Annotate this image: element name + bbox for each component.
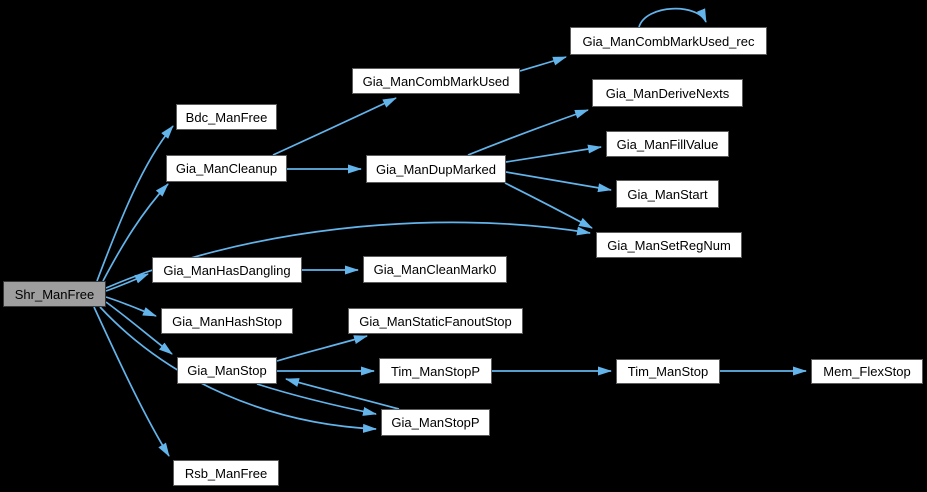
edge-shr-man-free-to-rsb-man-free — [93, 306, 170, 457]
graph-node-gia-man-stop[interactable]: Gia_ManStop — [177, 357, 277, 384]
edge-gia-man-stop-to-gia-man-static-fanout-stop — [276, 335, 368, 362]
edge-gia-man-dup-marked-to-gia-man-start — [505, 171, 612, 193]
graph-node-gia-man-dup-marked[interactable]: Gia_ManDupMarked — [366, 155, 506, 183]
edge-gia-man-cleanup-to-gia-man-comb-mark-used — [272, 97, 397, 156]
graph-node-gia-man-hash-stop[interactable]: Gia_ManHashStop — [161, 308, 293, 334]
edge-gia-man-dup-marked-to-gia-man-derive-nexts — [467, 109, 589, 156]
graph-node-gia-man-clean-mark0[interactable]: Gia_ManCleanMark0 — [363, 256, 507, 283]
edge-gia-man-dup-marked-to-gia-man-set-reg-num — [504, 182, 593, 229]
graph-node-gia-man-has-dangling[interactable]: Gia_ManHasDangling — [152, 257, 302, 283]
graph-node-bdc-man-free[interactable]: Bdc_ManFree — [176, 104, 277, 130]
graph-node-gia-man-comb-mark-used-rec[interactable]: Gia_ManCombMarkUsed_rec — [570, 27, 767, 55]
edge-gia-man-comb-mark-used-to-gia-man-comb-mark-used-rec — [519, 56, 567, 72]
graph-node-tim-man-stop[interactable]: Tim_ManStop — [616, 359, 720, 384]
edge-gia-man-stop-to-gia-man-stop-p — [256, 383, 377, 416]
graph-node-gia-man-static-fanout-stop[interactable]: Gia_ManStaticFanoutStop — [348, 308, 523, 334]
graph-node-shr-man-free: Shr_ManFree — [3, 281, 106, 307]
edge-gia-man-dup-marked-to-gia-man-fill-value — [505, 144, 602, 163]
graph-node-gia-man-stop-p[interactable]: Gia_ManStopP — [381, 409, 490, 436]
graph-node-gia-man-start[interactable]: Gia_ManStart — [616, 180, 719, 208]
edge-shr-man-free-to-gia-man-stop — [105, 301, 173, 355]
graph-node-gia-man-comb-mark-used[interactable]: Gia_ManCombMarkUsed — [352, 68, 520, 94]
edge-shr-man-free-to-gia-man-has-dangling — [105, 273, 149, 292]
graph-node-gia-man-set-reg-num[interactable]: Gia_ManSetRegNum — [596, 232, 742, 258]
edge-gia-man-stop-p-to-gia-man-stop — [285, 378, 400, 410]
edge-shr-man-free-to-gia-man-stop-p — [99, 306, 377, 433]
edge-gia-man-comb-mark-used-rec-to-gia-man-comb-mark-used-rec — [638, 7, 707, 28]
edge-shr-man-free-to-gia-man-cleanup — [102, 183, 169, 282]
edge-shr-man-free-to-gia-man-hash-stop — [105, 296, 157, 317]
graph-node-tim-man-stop-p[interactable]: Tim_ManStopP — [379, 358, 492, 384]
graph-node-gia-man-fill-value[interactable]: Gia_ManFillValue — [606, 131, 729, 157]
graph-node-rsb-man-free[interactable]: Rsb_ManFree — [173, 460, 279, 486]
graph-node-mem-flex-stop[interactable]: Mem_FlexStop — [811, 359, 923, 384]
edge-shr-man-free-to-bdc-man-free — [96, 125, 174, 282]
graph-node-gia-man-cleanup[interactable]: Gia_ManCleanup — [166, 155, 287, 182]
graph-node-gia-man-derive-nexts[interactable]: Gia_ManDeriveNexts — [592, 79, 743, 107]
